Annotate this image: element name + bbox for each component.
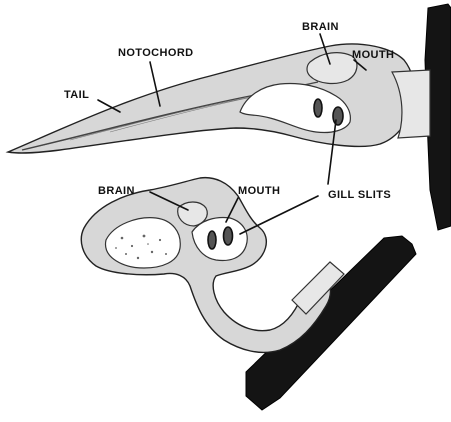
lower-gill-slit-1 bbox=[208, 231, 216, 249]
label-brain-top: BRAIN bbox=[302, 21, 339, 33]
upper-gill-slit-2 bbox=[333, 107, 343, 125]
label-gill-slits: GILL SLITS bbox=[328, 189, 391, 201]
label-mouth-bottom: MOUTH bbox=[238, 185, 280, 197]
label-brain-bottom: BRAIN bbox=[98, 185, 135, 197]
upper-gill-slit-1 bbox=[314, 99, 322, 117]
label-notochord: NOTOCHORD bbox=[118, 47, 194, 59]
lower-gill-slit-2 bbox=[224, 227, 233, 245]
label-tail: TAIL bbox=[64, 89, 89, 101]
leader-gill-bottom bbox=[240, 196, 318, 234]
lower-embryo-body bbox=[81, 178, 330, 353]
label-mouth-top: MOUTH bbox=[352, 49, 394, 61]
